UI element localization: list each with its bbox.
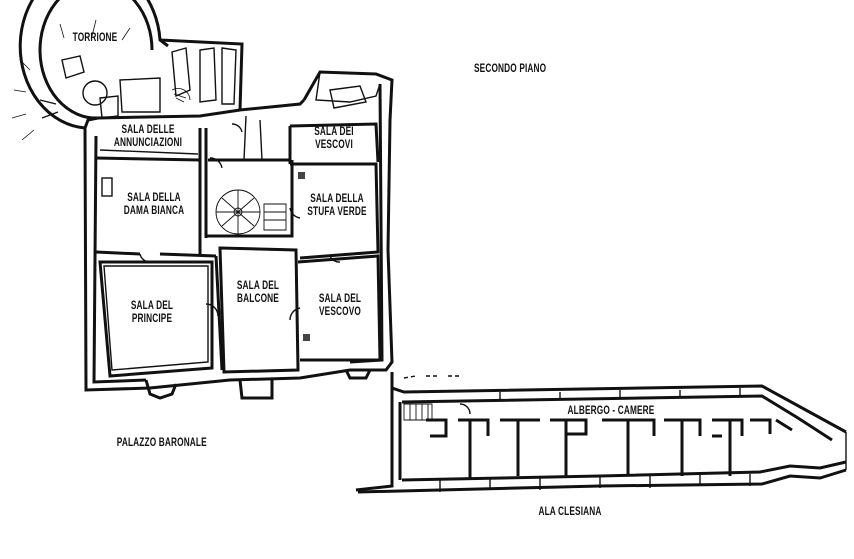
label-sala-vescovi: SALA DEI VESCOVI <box>308 126 360 152</box>
label-torrione: TORRIONE <box>72 32 118 44</box>
upper-block <box>99 38 306 119</box>
label-line: ANNUNCIAZIONI <box>113 137 183 149</box>
label-sala-principe: SALA DEL PRINCIPE <box>123 300 181 326</box>
label-line: SALA DELLA <box>310 193 364 205</box>
label-sala-vescovo: SALA DEL VESCOVO <box>314 293 366 319</box>
south-bays <box>144 369 372 400</box>
palazzo-outer-walls <box>83 70 394 392</box>
label-line: SALA DEL <box>236 280 280 292</box>
label-palazzo-baronale: PALAZZO BARONALE <box>116 437 207 449</box>
label-floor-title: SECONDO PIANO <box>474 63 547 75</box>
interior-walls <box>95 115 382 378</box>
label-sala-annunciazioni: SALA DELLE ANNUNCIAZIONI <box>105 124 191 150</box>
label-line: BALCONE <box>237 293 279 305</box>
label-line: SALA DEL <box>130 300 174 312</box>
label-line: DAMA BIANCA <box>123 205 185 217</box>
label-line: SALA DEL <box>318 293 362 305</box>
label-sala-stufa-verde: SALA DELLA STUFA VERDE <box>305 193 370 219</box>
label-sala-balcone: SALA DEL BALCONE <box>232 280 284 306</box>
torrione-tower <box>11 0 169 141</box>
label-line: SALA DEI <box>314 126 354 138</box>
label-line: PRINCIPE <box>131 313 173 325</box>
label-line: SALA DELLA <box>127 192 181 204</box>
label-sala-dama-bianca: SALA DELLA DAMA BIANCA <box>118 192 190 218</box>
label-ala-clesiana: ALA CLESIANA <box>538 506 602 518</box>
ala-clesiana-wing <box>355 372 847 494</box>
label-albergo-camere: ALBERGO - CAMERE <box>567 405 655 417</box>
label-line: SALA DELLE <box>121 124 175 136</box>
spiral-staircase <box>215 189 287 235</box>
label-line: STUFA VERDE <box>307 206 367 218</box>
label-line: VESCOVO <box>319 306 361 318</box>
label-line: VESCOVI <box>315 139 353 151</box>
